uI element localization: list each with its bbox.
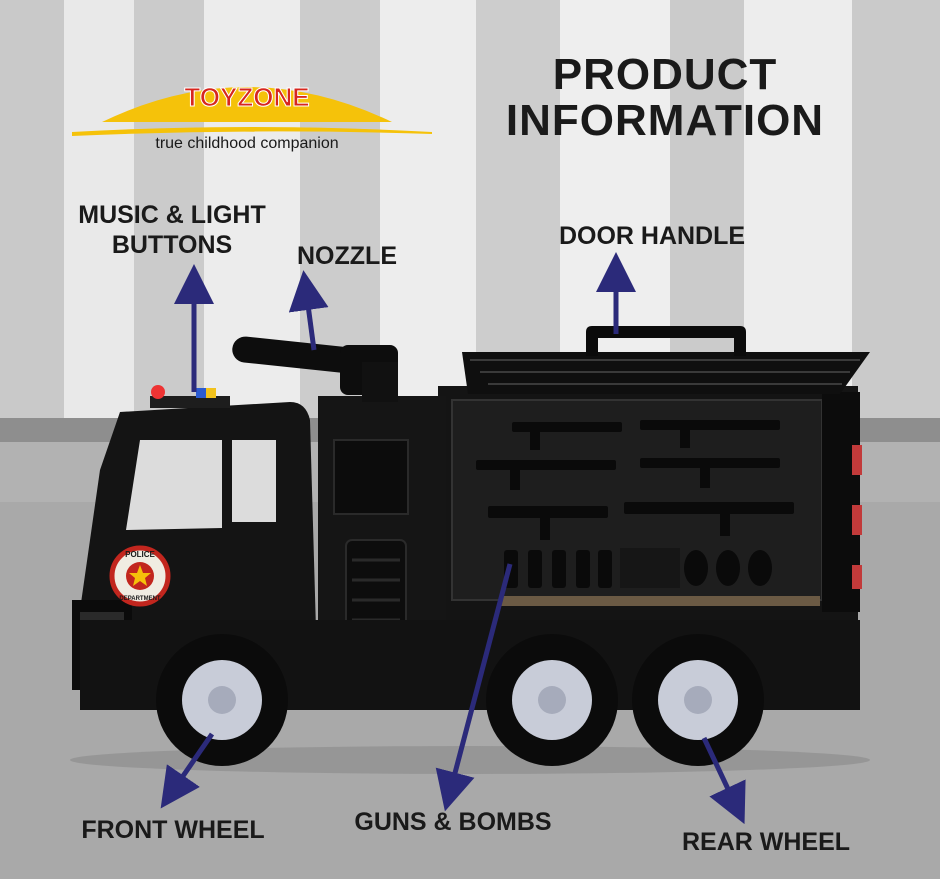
callout-nozzle: NOZZLE <box>297 242 397 270</box>
title-line-2: INFORMATION <box>505 96 825 145</box>
toyzone-logo: TOYZONE true childhood companion <box>72 82 432 152</box>
logo-tagline: true childhood companion <box>155 135 338 152</box>
title-line-1: PRODUCT <box>552 50 778 99</box>
page-title: PRODUCT INFORMATION <box>470 52 860 144</box>
callout-music-light-buttons: MUSIC & LIGHT BUTTONS <box>52 200 292 260</box>
police-badge: POLICE DEPARTMENT <box>109 545 171 607</box>
callout-music-light-line-2: BUTTONS <box>111 231 233 259</box>
callout-arrows <box>160 252 746 825</box>
callout-front-wheel: FRONT WHEEL <box>81 816 265 844</box>
bombs-display <box>504 548 772 588</box>
arrow-nozzle <box>288 270 329 351</box>
door-handle <box>586 326 746 356</box>
badge-bottom-text: DEPARTMENT <box>119 596 161 602</box>
nozzle <box>232 336 398 402</box>
middle-wheel <box>486 634 618 766</box>
callout-rear-wheel: REAR WHEEL <box>681 828 851 856</box>
callout-door-handle: DOOR HANDLE <box>558 222 746 250</box>
arrow-front-wheel <box>160 732 215 809</box>
callout-guns-bombs: GUNS & BOMBS <box>354 808 552 836</box>
badge-top-text: POLICE <box>125 550 155 559</box>
roof-rack <box>462 352 870 394</box>
guns-display <box>476 420 794 540</box>
logo-wordmark: TOYZONE <box>184 82 309 112</box>
callout-music-light-line-1: MUSIC & LIGHT <box>78 201 266 229</box>
arrow-guns-bombs <box>435 563 513 812</box>
arrow-rear-wheel <box>701 736 746 825</box>
front-wheel <box>156 634 288 766</box>
rear-wheel <box>632 634 764 766</box>
